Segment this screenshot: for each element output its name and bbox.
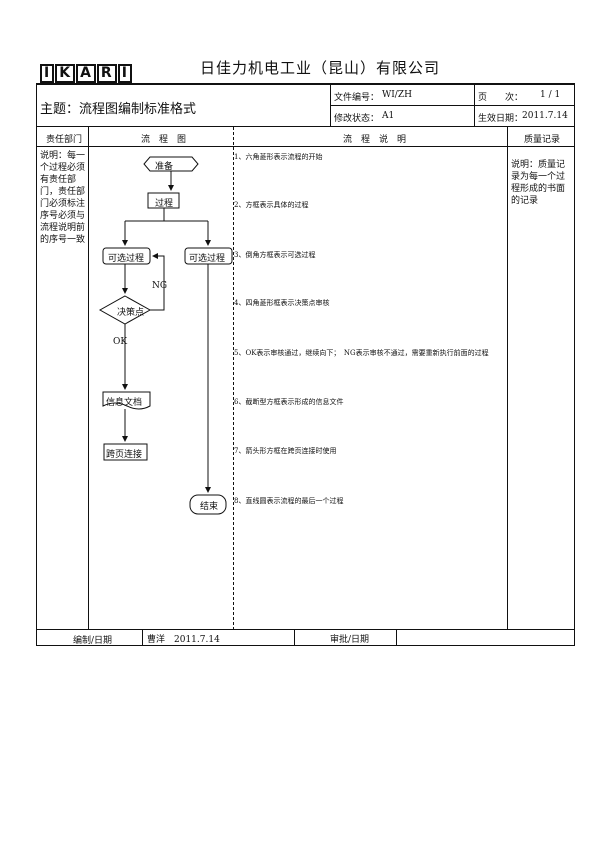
note-1: 1、六角菱形表示流程的开始 bbox=[234, 153, 323, 161]
note-7: 7、箭头形方框在跨页连接时使用 bbox=[234, 447, 337, 455]
flow-document: 信息文档 bbox=[106, 398, 143, 408]
col-chart: 流 程 图 bbox=[141, 135, 187, 145]
col-line-chart bbox=[233, 127, 234, 630]
page-label: 页 次： bbox=[478, 93, 524, 103]
optional-box-left bbox=[102, 247, 151, 265]
flow-end: 结束 bbox=[200, 502, 219, 512]
company-name: 日佳力机电工业（昆山）有限公司 bbox=[200, 59, 441, 77]
grid-line bbox=[294, 629, 295, 645]
eff-date-value: 2011.7.14 bbox=[522, 111, 568, 121]
grid-line bbox=[330, 105, 575, 106]
page-value: 1 / 1 bbox=[540, 90, 561, 100]
start-shape bbox=[143, 156, 199, 172]
bottom-border bbox=[36, 645, 575, 646]
flow-connector: 跨页连接 bbox=[106, 450, 143, 460]
eff-date-label: 生效日期： bbox=[478, 114, 524, 124]
record-note: 说明：质量记录为每一个过程形成的书面的记录 bbox=[511, 160, 566, 206]
flow-process: 过程 bbox=[155, 199, 174, 209]
doc-no-label: 文件编号： bbox=[334, 93, 380, 103]
note-4: 4、四角菱形框表示决策点审核 bbox=[234, 299, 330, 307]
rev-value: A1 bbox=[382, 111, 395, 121]
flow-opt-right: 可选过程 bbox=[189, 254, 226, 264]
note-3: 3、倒角方框表示可选过程 bbox=[234, 251, 316, 259]
grid-line bbox=[396, 629, 397, 645]
dept-note: 说明：每一个过程必须有责任部门，责任部门必须标注序号必须与流程说明前的序号一致 bbox=[40, 151, 86, 245]
footer-author-label: 编制/日期 bbox=[73, 636, 113, 646]
document-shape bbox=[102, 391, 151, 410]
logo-letter: K bbox=[55, 64, 76, 83]
note-8: 8、直线圆表示流程的最后一个过程 bbox=[234, 497, 344, 505]
note-5: 5、OK表示审核通过，继续向下； NG表示审核不通过，需要重新执行前面的过程 bbox=[234, 349, 489, 357]
grid-line bbox=[474, 85, 475, 127]
grid-line bbox=[142, 629, 143, 645]
grid-line bbox=[36, 146, 575, 147]
doc-no-value: WI/ZH bbox=[382, 90, 412, 100]
connector-box bbox=[103, 443, 148, 461]
rev-label: 修改状态： bbox=[334, 114, 380, 124]
end-shape bbox=[189, 494, 227, 515]
grid-line bbox=[36, 126, 575, 127]
col-desc: 流 程 说 明 bbox=[343, 135, 407, 145]
grid-line bbox=[330, 85, 331, 127]
ng-loop-arrow bbox=[150, 253, 165, 311]
flow-opt-left: 可选过程 bbox=[108, 254, 145, 264]
col-record: 质量记录 bbox=[524, 135, 561, 145]
col-line-record bbox=[507, 127, 508, 630]
right-border bbox=[574, 83, 575, 646]
top-border bbox=[36, 83, 575, 85]
flow-ng: NG bbox=[152, 281, 168, 291]
note-6: 6、截断型方框表示形成的信息文件 bbox=[234, 398, 344, 406]
flow-start: 准备 bbox=[155, 162, 174, 172]
grid-line bbox=[36, 629, 575, 630]
col-line-dept bbox=[88, 127, 89, 630]
logo-letter: I bbox=[117, 64, 132, 83]
col-dept: 责任部门 bbox=[46, 135, 83, 145]
logo-letter: I bbox=[40, 64, 55, 83]
footer-review-label: 审批/日期 bbox=[330, 635, 370, 645]
left-border bbox=[36, 83, 37, 646]
logo-letter: R bbox=[96, 64, 117, 83]
footer-author: 曹洋 2011.7.14 bbox=[147, 635, 220, 645]
logo-letter: A bbox=[76, 64, 96, 83]
subject-title: 主题：流程图编制标准格式 bbox=[40, 102, 197, 117]
flow-decision: 决策点 bbox=[117, 308, 145, 318]
flow-ok: OK bbox=[113, 337, 128, 347]
note-2: 2、方框表示具体的过程 bbox=[234, 201, 309, 209]
